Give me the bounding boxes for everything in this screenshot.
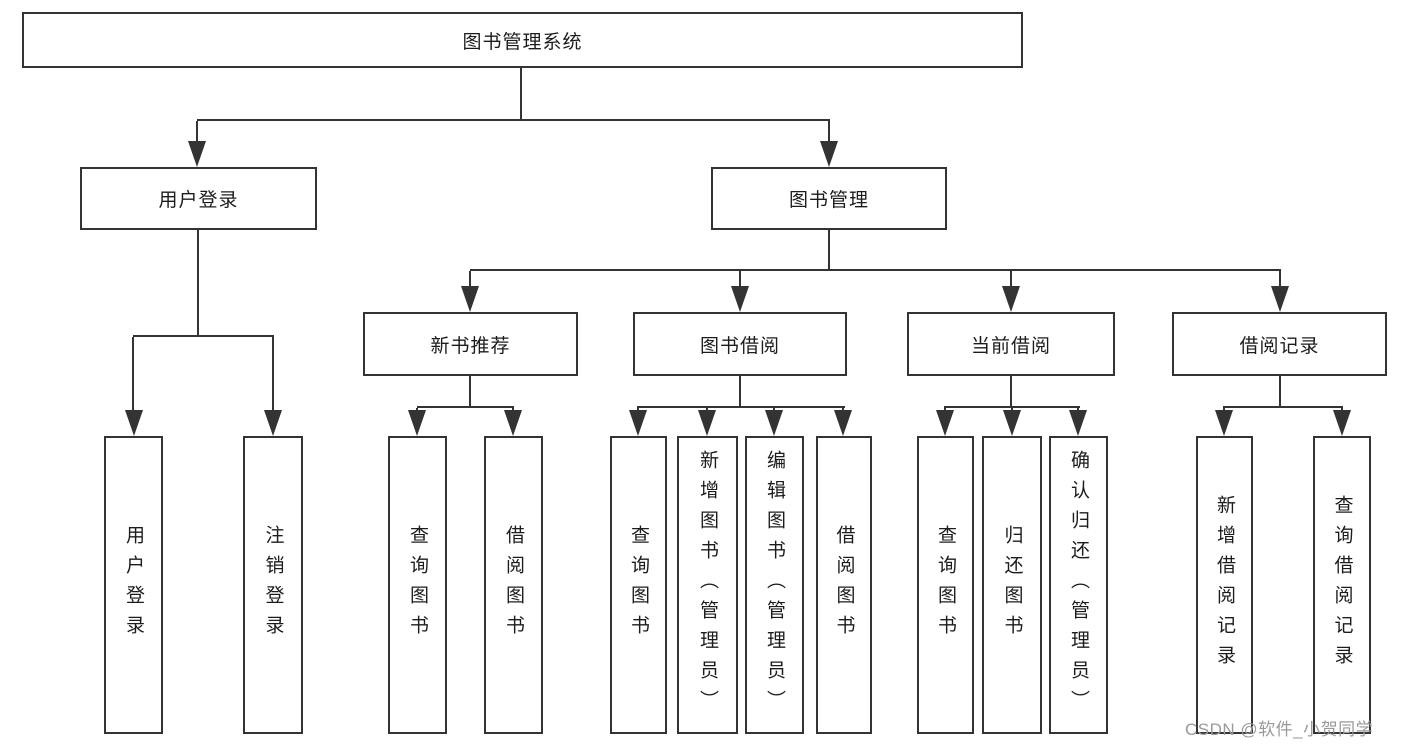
leaf-borrow-books: 借阅图书 xyxy=(816,436,872,734)
leaf-user-login: 用户登录 xyxy=(104,436,163,734)
connector-line xyxy=(739,271,741,288)
arrowhead-down-icon xyxy=(1002,286,1020,312)
leaf-logout: 注销登录 xyxy=(243,436,303,734)
connector-line xyxy=(739,376,741,407)
connector-line xyxy=(944,406,1080,408)
connector-line xyxy=(828,121,830,143)
connector-line xyxy=(469,271,471,288)
csdn-watermark: CSDN @软件_小贺同学 xyxy=(1185,720,1374,739)
connector-line xyxy=(1010,376,1012,407)
node-borrowing-records: 借阅记录 xyxy=(1172,312,1387,376)
arrowhead-down-icon xyxy=(264,410,282,436)
connector-line xyxy=(197,230,199,336)
leaf-borrow-books: 借阅图书 xyxy=(484,436,543,734)
arrowhead-down-icon xyxy=(629,410,647,436)
leaf-query-books: 查询图书 xyxy=(917,436,974,734)
arrowhead-down-icon xyxy=(461,286,479,312)
connector-line xyxy=(133,335,274,337)
arrowhead-down-icon xyxy=(408,410,426,436)
arrowhead-down-icon xyxy=(504,410,522,436)
leaf-confirm-return-admin: 确认归还（管理员） xyxy=(1049,436,1108,734)
connector-line xyxy=(828,230,830,270)
arrowhead-down-icon xyxy=(1215,410,1233,436)
connector-line xyxy=(1279,271,1281,288)
leaf-query-borrow-record: 查询借阅记录 xyxy=(1313,436,1371,734)
connector-line xyxy=(520,68,522,120)
connector-line xyxy=(272,337,274,412)
connector-line xyxy=(417,406,514,408)
leaf-query-books: 查询图书 xyxy=(388,436,447,734)
node-user-login: 用户登录 xyxy=(80,167,317,230)
node-book-borrowing: 图书借阅 xyxy=(633,312,847,376)
arrowhead-down-icon xyxy=(1271,286,1289,312)
arrowhead-down-icon xyxy=(765,410,783,436)
arrowhead-down-icon xyxy=(1003,410,1021,436)
node-new-book-recommendation: 新书推荐 xyxy=(363,312,578,376)
leaf-add-borrow-record: 新增借阅记录 xyxy=(1196,436,1253,734)
arrowhead-down-icon xyxy=(936,410,954,436)
connector-line xyxy=(1279,376,1281,407)
node-current-borrowing: 当前借阅 xyxy=(907,312,1115,376)
connector-line xyxy=(196,121,198,143)
leaf-return-books: 归还图书 xyxy=(982,436,1042,734)
arrowhead-down-icon xyxy=(125,410,143,436)
arrowhead-down-icon xyxy=(698,410,716,436)
connector-line xyxy=(470,269,1281,271)
connector-line xyxy=(469,376,471,407)
connector-line xyxy=(1010,271,1012,288)
arrowhead-down-icon xyxy=(731,286,749,312)
connector-line xyxy=(637,406,845,408)
leaf-add-books-admin: 新增图书（管理员） xyxy=(677,436,738,734)
arrowhead-down-icon xyxy=(1069,410,1087,436)
leaf-query-books: 查询图书 xyxy=(610,436,667,734)
leaf-edit-books-admin: 编辑图书（管理员） xyxy=(745,436,804,734)
arrowhead-down-icon xyxy=(188,141,206,167)
node-library-management-system: 图书管理系统 xyxy=(22,12,1023,68)
node-book-management: 图书管理 xyxy=(711,167,947,230)
arrowhead-down-icon xyxy=(820,141,838,167)
connector-line xyxy=(1223,406,1343,408)
connector-line xyxy=(132,337,134,412)
arrowhead-down-icon xyxy=(1333,410,1351,436)
arrowhead-down-icon xyxy=(834,410,852,436)
connector-line xyxy=(197,119,830,121)
